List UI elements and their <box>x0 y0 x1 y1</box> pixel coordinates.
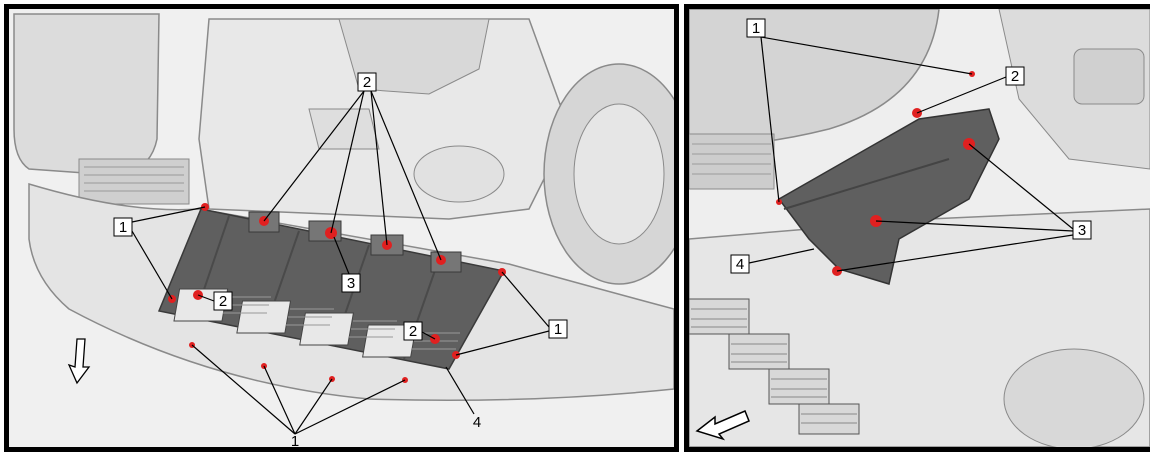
rear-wheel <box>1003 348 1145 447</box>
callout-1-bottom: 1 <box>291 433 299 447</box>
vent-slats <box>223 296 460 350</box>
right-wheel-hub <box>573 103 665 245</box>
engine-cylinder <box>1073 48 1145 105</box>
right-diagram-panel: 1 2 3 4 <box>684 4 1150 452</box>
left-leader-lines <box>131 90 550 435</box>
callout-1-right: 1 <box>548 319 568 339</box>
svg-text:2: 2 <box>409 323 417 340</box>
callout-3: 3 <box>1072 220 1092 240</box>
callout-3: 3 <box>341 273 361 293</box>
callout-4: 4 <box>473 414 481 431</box>
underbody-shield <box>777 108 1000 285</box>
subframe-cutout <box>413 145 505 203</box>
front-direction-arrow-icon <box>695 410 750 441</box>
left-underbody-illustration: 1 2 3 2 2 1 1 4 <box>9 9 674 447</box>
callout-1-upper-left: 1 <box>113 217 133 237</box>
svg-text:1: 1 <box>119 219 127 236</box>
callout-2-right: 2 <box>403 321 423 341</box>
floor-vents <box>689 298 860 435</box>
callout-2-top: 2 <box>357 72 377 92</box>
left-diagram-panel: 1 2 3 2 2 1 1 4 <box>4 4 679 452</box>
left-wheelwell-grille <box>78 158 190 205</box>
subframe-pocket <box>308 108 380 150</box>
callout-1: 1 <box>746 18 766 38</box>
callout-4: 4 <box>730 254 750 274</box>
wheelwell-grille <box>689 133 775 190</box>
svg-text:2: 2 <box>219 293 227 310</box>
svg-text:3: 3 <box>347 275 355 292</box>
svg-text:1: 1 <box>752 20 760 37</box>
svg-text:4: 4 <box>736 256 744 273</box>
left-tire <box>13 13 160 176</box>
svg-text:2: 2 <box>1011 68 1019 85</box>
callout-2: 2 <box>1005 66 1025 86</box>
svg-text:3: 3 <box>1078 222 1086 239</box>
right-underbody-illustration: 1 2 3 4 <box>689 9 1150 447</box>
svg-text:1: 1 <box>291 433 299 447</box>
callout-2-left: 2 <box>213 291 233 311</box>
svg-text:2: 2 <box>363 74 371 91</box>
right-leader-lines <box>748 36 1074 272</box>
svg-text:1: 1 <box>554 321 562 338</box>
svg-text:4: 4 <box>473 414 481 431</box>
shield-vents <box>173 288 417 358</box>
front-direction-arrow-icon <box>67 338 91 385</box>
